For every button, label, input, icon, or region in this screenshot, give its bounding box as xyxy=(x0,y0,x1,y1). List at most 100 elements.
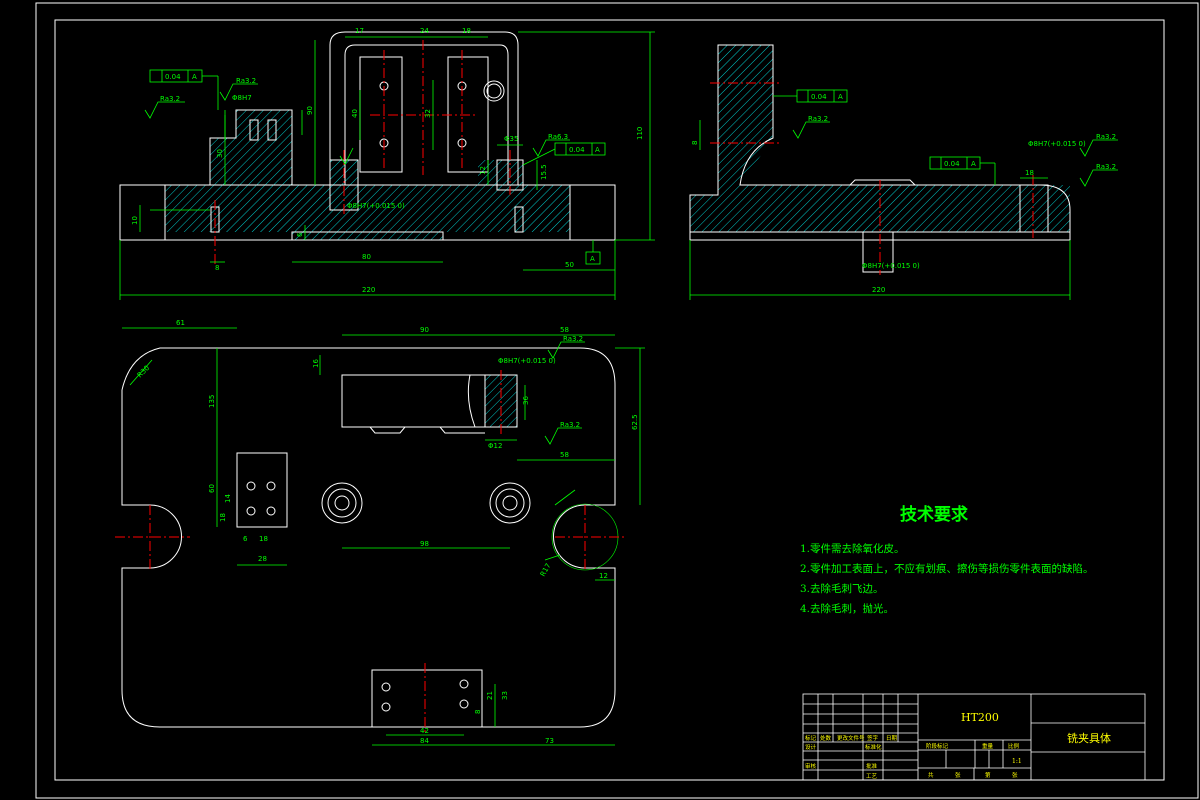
top-hole xyxy=(266,481,276,491)
technical-requirements-title: 技术要求 xyxy=(900,505,968,525)
roughness-label: Ra3.2 xyxy=(236,77,256,85)
front-small-pins xyxy=(267,119,277,141)
dim-text: 61 xyxy=(176,319,185,327)
side-bushing xyxy=(1019,184,1049,233)
requirement-item: 2.零件加工表面上，不应有划痕、擦伤等损伤零件表面的缺陷。 xyxy=(800,563,1094,575)
dim-text: R17 xyxy=(539,562,553,578)
roughness-symbol xyxy=(544,427,582,445)
front-section-hatch xyxy=(165,110,570,240)
dim-text: 28 xyxy=(258,555,267,563)
top-view: 61 90 58 16 135 60 28 6 18 14 18 98 62.5… xyxy=(115,319,645,746)
title-block-label: 标准化 xyxy=(865,745,882,751)
fit-label: Φ8H7(+0.015 0) xyxy=(347,202,405,210)
dim-text: 15.5 xyxy=(540,164,548,180)
dim-text: 58 xyxy=(560,451,569,459)
roughness-label: Ra3.2 xyxy=(808,115,828,123)
leader-line xyxy=(129,359,153,386)
front-pin-hole xyxy=(483,80,505,102)
tolerance-datum: A xyxy=(192,73,197,81)
dim-text: 21 xyxy=(486,691,494,700)
side-top-step xyxy=(849,179,916,186)
top-counterbore xyxy=(502,495,518,511)
front-view: 0.04 A 0.04 A A Ra3.2 Ra3.2 Ra6.3 Φ8H7 Φ… xyxy=(119,27,655,300)
dim-text: 42 xyxy=(420,727,429,735)
dim-text: 17 xyxy=(355,27,364,35)
tolerance-datum: A xyxy=(838,93,843,101)
tolerance-value: 0.04 xyxy=(811,93,827,101)
dim-text: 18 xyxy=(1025,169,1034,177)
title-block-label: 共 xyxy=(928,773,934,779)
dim-text: Φ35 xyxy=(504,135,518,143)
dim-text: 98 xyxy=(420,540,429,548)
dim-text: 135 xyxy=(208,395,216,408)
dim-text: 10 xyxy=(131,216,139,225)
roughness-symbol xyxy=(532,139,570,157)
fit-label: Φ8H7(+0.015 0) xyxy=(862,262,920,270)
roughness-symbol xyxy=(144,101,185,119)
roughness-symbol xyxy=(1079,169,1118,187)
dim-text: 8 xyxy=(474,710,482,714)
top-outline xyxy=(121,347,616,728)
leader-line xyxy=(554,489,576,506)
dim-text: 33 xyxy=(501,691,509,700)
part-name: 铣夹具体 xyxy=(1067,732,1111,745)
title-block-label: 阶段标记 xyxy=(926,744,949,750)
requirement-item: 1.零件需去除氧化皮。 xyxy=(800,543,905,555)
roughness-label: Ra3.2 xyxy=(560,421,580,429)
leader-line xyxy=(544,554,561,561)
dim-text: 18 xyxy=(219,513,227,522)
roughness-symbol xyxy=(1079,139,1118,157)
top-hole xyxy=(381,682,391,692)
dim-text: 80 xyxy=(362,253,371,261)
dim-text: 8 xyxy=(691,141,699,145)
dim-text: 62.5 xyxy=(631,414,639,430)
dim-text: 60 xyxy=(208,484,216,493)
front-upright xyxy=(329,31,519,185)
technical-requirements: 技术要求 1.零件需去除氧化皮。 2.零件加工表面上，不应有划痕、擦伤等损伤零件… xyxy=(800,500,1100,619)
datum-letter: A xyxy=(590,255,595,263)
dim-text: 16 xyxy=(312,359,320,368)
top-plate-left xyxy=(236,452,288,528)
inner-frame xyxy=(54,19,1165,781)
dim-text: 58 xyxy=(560,326,569,334)
top-hole xyxy=(459,699,469,709)
dim-text: 8 xyxy=(215,264,219,272)
top-hole xyxy=(246,481,256,491)
title-block-label: 批准 xyxy=(866,764,878,770)
fit-label: Φ8H7(+0.015 0) xyxy=(498,357,556,365)
roughness-label: Ra6.3 xyxy=(548,133,568,141)
top-hole xyxy=(459,679,469,689)
top-counterbore xyxy=(327,488,357,518)
side-view: 0.04 A 0.04 A Ra3.2 Ra3.2 Ra3.2 Φ8H7(+0.… xyxy=(689,44,1118,300)
front-pin-hole-inner xyxy=(486,83,502,99)
title-block-label: 日期 xyxy=(886,736,898,742)
tolerance-value: 0.04 xyxy=(569,146,585,154)
title-block xyxy=(802,693,1146,781)
top-counterbore xyxy=(321,482,363,524)
dim-text: 12 xyxy=(599,572,608,580)
dim-text: 24 xyxy=(420,27,429,35)
dim-text: 18 xyxy=(462,27,471,35)
front-left-boss xyxy=(209,109,293,185)
fit-label: Φ8H7(+0.015 0) xyxy=(1028,140,1086,148)
side-outline xyxy=(689,44,1071,241)
outer-frame xyxy=(35,2,1199,799)
dim-text: 14 xyxy=(224,494,232,503)
title-block-label: 比例 xyxy=(1008,744,1020,750)
scale-value: 1:1 xyxy=(1012,758,1022,765)
front-upright-inner xyxy=(344,44,509,185)
top-hole xyxy=(266,506,276,516)
dim-text: 6 xyxy=(243,535,248,543)
top-break-line xyxy=(467,374,476,428)
dim-text: 84 xyxy=(420,737,429,745)
dim-text: 40 xyxy=(351,109,359,118)
dim-text: 90 xyxy=(306,106,314,115)
top-plate-bottom xyxy=(371,669,483,728)
top-upright-lower xyxy=(369,426,485,434)
title-block-label: 张 xyxy=(955,773,961,779)
front-pin-right xyxy=(514,206,524,233)
title-block-label: 张 xyxy=(1012,773,1018,779)
dim-text: 73 xyxy=(545,737,554,745)
top-hole xyxy=(381,702,391,712)
tolerance-datum: A xyxy=(971,160,976,168)
